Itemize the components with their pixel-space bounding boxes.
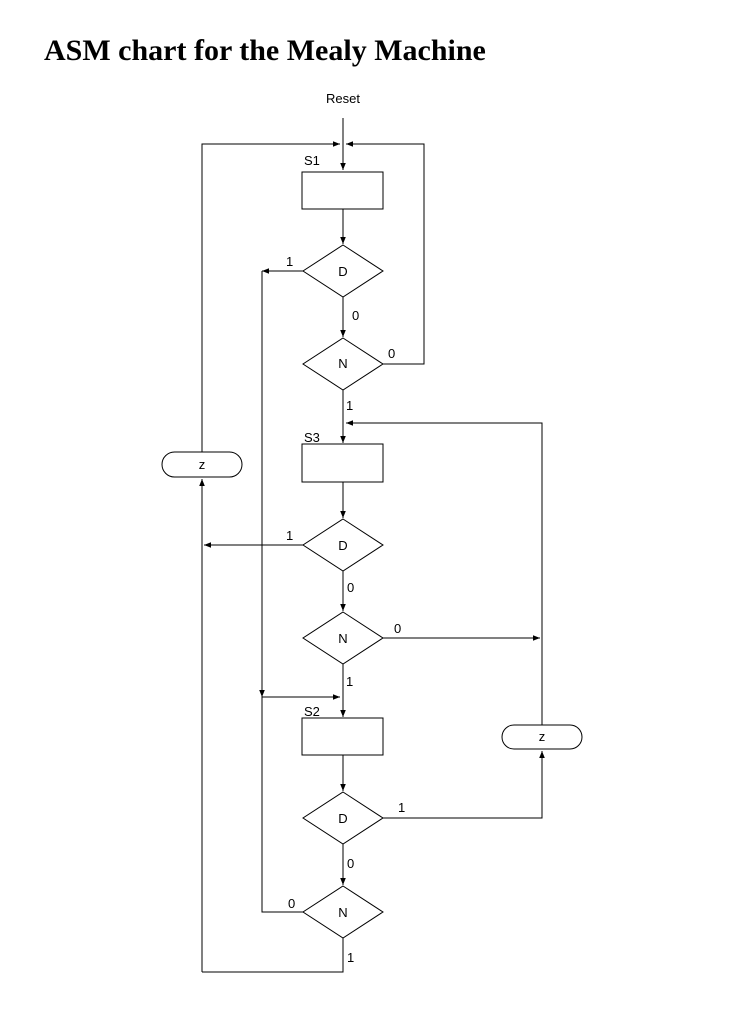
branch-label: 0 [394, 621, 401, 636]
state-box-s3 [301, 443, 384, 483]
branch-label: 1 [346, 674, 353, 689]
output-z-right-label: z [539, 729, 546, 744]
branch-label: 1 [286, 528, 293, 543]
decision-d-2-label: D [338, 538, 347, 553]
branch-label: 1 [398, 800, 405, 815]
state-label-s1: S1 [304, 153, 320, 168]
state-label-s3: S3 [304, 430, 320, 445]
branch-label: 0 [347, 856, 354, 871]
decision-n-2-label: N [338, 631, 347, 646]
branch-label: 0 [288, 896, 295, 911]
z-return-wire [201, 141, 340, 455]
output-z-left [161, 451, 243, 478]
branch-label: 0 [352, 308, 359, 323]
n1-bottom-wire [202, 938, 344, 973]
branch-label: 1 [286, 254, 293, 269]
output-z-right [501, 724, 583, 750]
state-label-s2: S2 [304, 704, 320, 719]
output-z-left-label: z [199, 457, 206, 472]
branch-label: 0 [388, 346, 395, 361]
state-box-s1 [301, 171, 384, 210]
decision-d-3-label: D [338, 811, 347, 826]
state-box-s2 [301, 717, 384, 756]
decision-d-1-label: D [338, 264, 347, 279]
d1-to-z-wire [383, 751, 545, 819]
decision-n-3-label: N [338, 905, 347, 920]
n0-loop-wire [346, 141, 425, 365]
z-to-s3-wire [346, 420, 543, 727]
decision-n-1-label: N [338, 356, 347, 371]
reset-label: Reset [326, 91, 360, 106]
branch-label: 1 [347, 950, 354, 965]
page-title: ASM chart for the Mealy Machine [44, 34, 486, 67]
branch-label: 0 [347, 580, 354, 595]
branch-label: 1 [346, 398, 353, 413]
n0-to-s2-wire [261, 697, 303, 913]
